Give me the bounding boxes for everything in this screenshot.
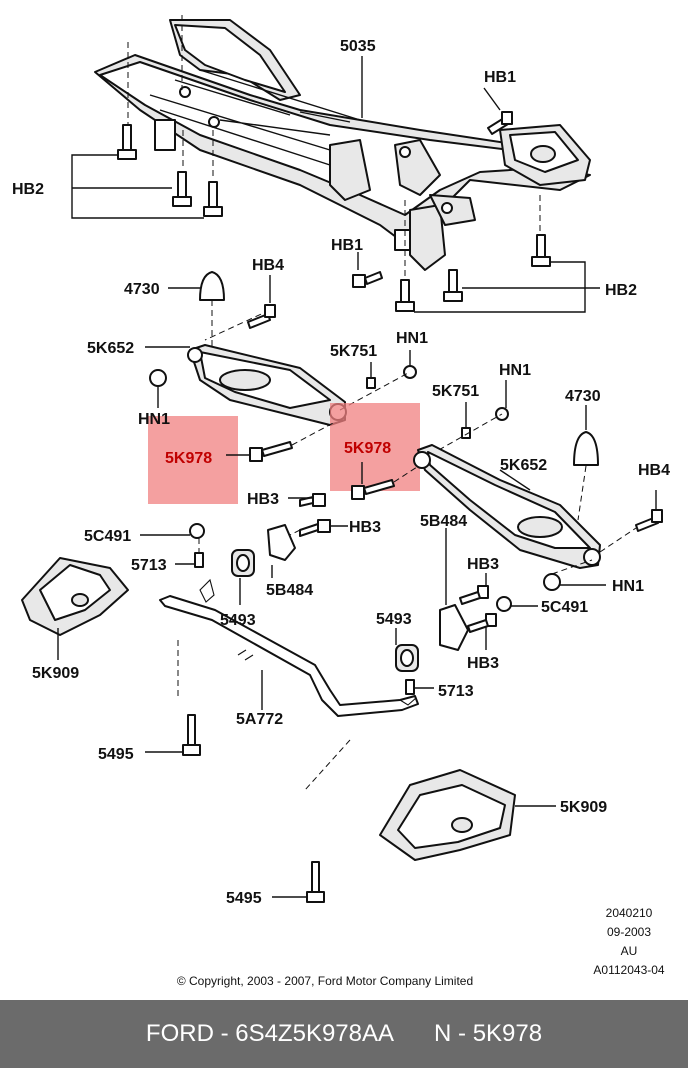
label-hb4-right: HB4 bbox=[638, 462, 670, 479]
bolt-hb4-right bbox=[635, 509, 663, 532]
nut-5c491-right bbox=[496, 596, 512, 612]
lower-arm-5k652-left bbox=[187, 344, 347, 426]
bolt-hb2-right-b bbox=[443, 269, 463, 302]
label-hb4-left: HB4 bbox=[252, 257, 284, 274]
label-hb3-d: HB3 bbox=[467, 655, 499, 672]
label-5k909-left: 5K909 bbox=[32, 665, 79, 682]
stabilizer-bar-5a772 bbox=[159, 578, 419, 717]
label-5495-bottom: 5495 bbox=[226, 890, 262, 907]
bolt-5k978-left bbox=[249, 441, 293, 462]
label-hb3-c: HB3 bbox=[467, 556, 499, 573]
footer-ref-part: N - 5K978 bbox=[434, 1020, 543, 1047]
ref-code-2: A0112043-04 bbox=[593, 963, 665, 977]
label-hb3-b: HB3 bbox=[349, 519, 381, 536]
highlight-5k978-right bbox=[330, 403, 420, 491]
nut-hn1-right bbox=[543, 573, 561, 591]
bolt-hb3-d bbox=[467, 613, 497, 633]
label-hn1-b: HN1 bbox=[499, 362, 531, 379]
label-5493-right: 5493 bbox=[376, 611, 412, 628]
bolt-hb2-left-b bbox=[172, 171, 192, 207]
footer-brand-part: FORD - 6S4Z5K978AA bbox=[145, 1020, 395, 1047]
bolt-hb2-left-a bbox=[117, 124, 137, 160]
bolt-hb2-right-c bbox=[395, 279, 415, 312]
ref-region: AU bbox=[621, 944, 638, 958]
label-5c491-left: 5C491 bbox=[84, 528, 131, 545]
bolt-5k978-right bbox=[351, 479, 395, 500]
label-hn1-left: HN1 bbox=[138, 411, 170, 428]
label-5b484-left: 5B484 bbox=[266, 582, 313, 599]
label-hb2-right: HB2 bbox=[605, 282, 637, 299]
bolt-hb4-left bbox=[247, 304, 276, 329]
bolt-hb3-a bbox=[299, 493, 326, 507]
label-hb1-mid: HB1 bbox=[331, 237, 363, 254]
label-5495-left: 5495 bbox=[98, 746, 134, 763]
label-4730-left: 4730 bbox=[124, 281, 160, 298]
bolt-hb3-b bbox=[299, 519, 331, 537]
subframe-5035 bbox=[94, 19, 591, 271]
bracket-5b484-left bbox=[267, 524, 296, 561]
label-hb2-left: HB2 bbox=[12, 181, 44, 198]
bolt-5495-bottom bbox=[306, 861, 325, 903]
label-hn1-a: HN1 bbox=[396, 330, 428, 347]
washer-5k751-left bbox=[366, 377, 376, 389]
exploded-parts-diagram: 5035 HB1 HB2 HB1 HB2 4730 HB4 5K652 5K75… bbox=[12, 15, 670, 988]
bracket-5b484-right bbox=[439, 604, 469, 651]
nut-hn1-a bbox=[403, 365, 417, 379]
bolt-hb1-top bbox=[487, 111, 513, 135]
bolt-hb3-c bbox=[459, 585, 489, 605]
label-hb3-a: HB3 bbox=[247, 491, 279, 508]
bolt-5495-left bbox=[182, 714, 201, 756]
label-5k978-left: 5K978 bbox=[165, 450, 212, 467]
nut-5c491-left bbox=[189, 523, 205, 539]
label-5k751-right: 5K751 bbox=[432, 383, 479, 400]
link-5713-right bbox=[405, 679, 415, 695]
shield-5k909-right bbox=[379, 769, 516, 861]
label-5k652-right: 5K652 bbox=[500, 457, 547, 474]
highlight-5k978-left bbox=[148, 416, 238, 504]
lower-arm-5k652-right bbox=[413, 444, 601, 569]
label-5k751-left: 5K751 bbox=[330, 343, 377, 360]
label-5493-left: 5493 bbox=[220, 612, 256, 629]
label-5k909-right: 5K909 bbox=[560, 799, 607, 816]
link-5713-left bbox=[194, 552, 204, 568]
bolt-hb2-left-c bbox=[203, 181, 223, 217]
label-5k652-left: 5K652 bbox=[87, 340, 134, 357]
nut-hn1-left bbox=[149, 369, 167, 387]
part-number-footer: FORD - 6S4Z5K978AA N - 5K978 bbox=[0, 1000, 688, 1068]
copyright-notice: © Copyright, 2003 - 2007, Ford Motor Com… bbox=[177, 974, 473, 988]
bushing-5493-right bbox=[395, 644, 419, 672]
bolt-hb1-mid bbox=[352, 271, 383, 288]
shield-5k909-left bbox=[21, 557, 129, 636]
label-4730-right: 4730 bbox=[565, 388, 601, 405]
ref-date: 09-2003 bbox=[607, 925, 651, 939]
label-5k978-right: 5K978 bbox=[344, 440, 391, 457]
label-5c491-right: 5C491 bbox=[541, 599, 588, 616]
bump-stop-4730-right bbox=[573, 431, 599, 466]
label-hn1-right: HN1 bbox=[612, 578, 644, 595]
footer-spacer bbox=[394, 1020, 434, 1048]
label-5a772: 5A772 bbox=[236, 711, 283, 728]
label-5035: 5035 bbox=[340, 38, 376, 55]
label-5713-right: 5713 bbox=[438, 683, 474, 700]
bolt-hb2-right-a bbox=[531, 234, 551, 267]
bump-stop-4730-left bbox=[199, 271, 225, 301]
label-5b484-right: 5B484 bbox=[420, 513, 467, 530]
label-hb1-top: HB1 bbox=[484, 69, 516, 86]
bushing-5493-left bbox=[231, 549, 255, 577]
label-5713-left: 5713 bbox=[131, 557, 167, 574]
ref-code-1: 2040210 bbox=[606, 906, 653, 920]
